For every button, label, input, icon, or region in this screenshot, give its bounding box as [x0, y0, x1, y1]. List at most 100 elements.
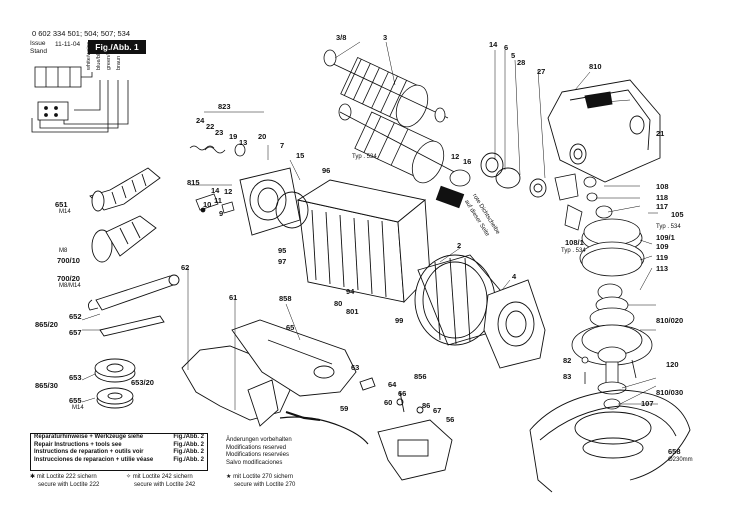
leader-lines: [81, 41, 658, 410]
legend-loctite-242: ✧ mit Loctite 242 sichern secure with Lo…: [126, 474, 195, 489]
callout-700-10: 700/10: [57, 256, 80, 265]
issue-date: 11-11-04: [55, 41, 81, 48]
issue-block: Issue Stand: [30, 40, 47, 56]
callout-86: 86: [422, 401, 431, 410]
label-m14-b: M14: [72, 405, 84, 411]
callout-23: 23: [215, 128, 224, 137]
callout-810: 810: [589, 62, 602, 71]
mod-line: Änderungen vorbehalten: [226, 437, 292, 443]
issue-label: Issue: [30, 40, 46, 47]
callout-13: 13: [239, 138, 248, 147]
callout-67: 67: [433, 406, 442, 415]
callout-658: 658: [668, 447, 681, 456]
callout-24: 24: [196, 116, 205, 125]
callout-113: 113: [656, 264, 669, 273]
callout-28: 28: [517, 58, 526, 67]
wire-label: green/grün: [106, 43, 112, 70]
callout-15: 15: [296, 151, 305, 160]
diamond-star-icon: ✧: [126, 474, 132, 480]
callout-66: 66: [398, 389, 407, 398]
motor-housing: [414, 254, 501, 346]
callout-117: 117: [656, 202, 669, 211]
callout-810-030: 810/030: [656, 388, 684, 397]
armature-assembly: [323, 49, 449, 128]
callout-62: 62: [181, 263, 190, 272]
callout-95: 95: [278, 246, 287, 255]
callout-82: 82: [563, 356, 572, 365]
callout-653: 653: [69, 373, 82, 382]
callout-109: 109: [656, 242, 669, 251]
stand-label: Stand: [30, 48, 47, 55]
callout-865-30: 865/30: [35, 381, 58, 390]
callout-856: 856: [414, 372, 427, 381]
callout-22: 22: [206, 122, 215, 131]
label-m14-a: M14: [59, 209, 71, 215]
hex-wrench: [99, 315, 165, 337]
label-typ534-b: Typ . 534: [656, 224, 681, 230]
field-stator: [296, 179, 431, 304]
callout-118: 118: [656, 193, 669, 202]
brush-holder-plate: [239, 167, 309, 236]
callout-105: 105: [671, 210, 684, 219]
callout-80: 80: [334, 299, 343, 308]
callout-14b: 14: [211, 186, 220, 195]
legend-text: mit Loctite 270 sichern: [233, 474, 294, 480]
callout-810-020: 810/020: [656, 316, 684, 325]
label-diameter-230: Ø230mm: [668, 457, 693, 463]
asterisk-icon: ✱: [30, 474, 36, 480]
callout-10: 10: [203, 200, 212, 209]
rear-handle-housing: [181, 319, 357, 427]
callout-56: 56: [446, 415, 455, 424]
side-handle-2: [91, 215, 157, 263]
callout-59: 59: [340, 404, 349, 413]
callout-16: 16: [463, 157, 472, 166]
side-handle: [89, 167, 161, 212]
callout-108: 108: [656, 182, 669, 191]
callout-3: 3: [383, 33, 388, 42]
note-row: Instrucciones de reparacion + utilie véa…: [34, 456, 204, 463]
terminal-block: [37, 101, 69, 121]
callout-652: 652: [69, 312, 82, 321]
callout-700-20: 700/20: [57, 274, 80, 283]
mod-line: Modifications reserved: [226, 444, 287, 451]
callout-865-20: 865/20: [35, 320, 58, 329]
legend-text: mit Loctite 242 sichern: [132, 474, 193, 480]
legend-loctite-222: ✱ mit Loctite 222 sichern secure with Lo…: [30, 474, 99, 489]
callout-99: 99: [395, 316, 404, 325]
callout-6: 6: [504, 43, 509, 52]
callout-21: 21: [656, 129, 665, 138]
callout-4: 4: [512, 272, 517, 281]
legend-text: secure with Loctite 222: [38, 481, 100, 488]
wheel-guard: [529, 389, 691, 493]
callout-27: 27: [537, 67, 546, 76]
callout-655: 655: [69, 396, 82, 405]
callout-9: 9: [219, 209, 224, 218]
callout-11: 11: [214, 196, 222, 205]
callout-20: 20: [258, 132, 267, 141]
callout-94: 94: [346, 287, 355, 296]
callout-5: 5: [511, 51, 516, 60]
callout-801: 801: [346, 307, 359, 316]
label-m8-m14: M8/M14: [59, 283, 81, 289]
legend-text: secure with Loctite 270: [234, 481, 296, 488]
callout-651: 651: [55, 200, 68, 209]
note-row: Instructions de reparation + outils voir…: [34, 449, 204, 456]
gear-housing: [547, 79, 661, 183]
modifications-notice: Änderungen vorbehalten Modifications res…: [226, 437, 292, 467]
callout-119: 119: [656, 253, 669, 262]
callout-14: 14: [489, 40, 498, 49]
callout-63: 63: [351, 363, 360, 372]
part-numbers: 0 602 334 501; 504; 507; 534: [32, 29, 131, 38]
label-m8: M8: [59, 248, 68, 254]
legend-loctite-270: ★ mit Loctite 270 sichern secure with Lo…: [226, 474, 295, 489]
callout-823: 823: [218, 102, 231, 111]
switch-assembly: [359, 377, 453, 481]
callout-108-1: 108/1: [565, 238, 584, 247]
callout-107: 107: [641, 399, 654, 408]
callout-858: 858: [279, 294, 292, 303]
figure-badge: Fig./Abb. 1: [88, 40, 146, 54]
